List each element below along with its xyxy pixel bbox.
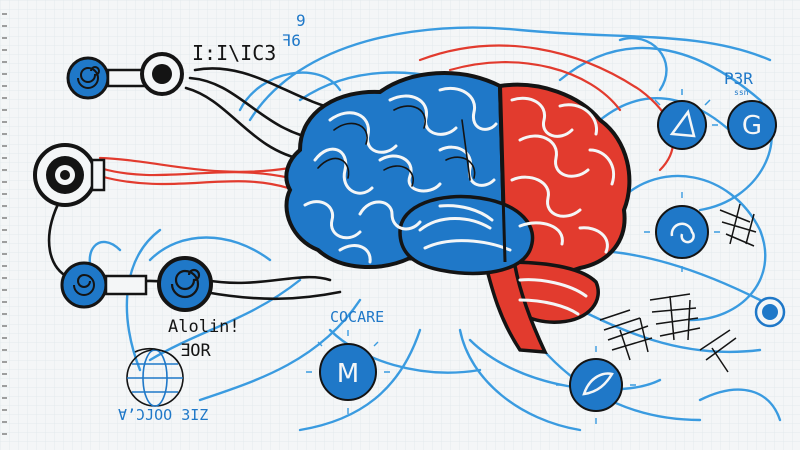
- red-wires: [98, 44, 675, 190]
- scribble-top-left: I:I\IC3: [192, 41, 276, 65]
- brain-stem: [482, 259, 548, 354]
- spiral-binding: [2, 13, 7, 435]
- letter-m-node-icon: M: [306, 330, 390, 414]
- scribble-center-bottom: COCARE: [330, 308, 384, 326]
- spiral-node-icon: [644, 192, 720, 272]
- scribble-left-mid-b: ƎOR: [180, 341, 211, 361]
- scribble-top-left-mark: 9: [296, 11, 306, 30]
- scribble-top-right: P3R: [724, 69, 753, 88]
- scribble-bottom-left: Ɐ’ƆJOO 3IZ: [118, 406, 208, 424]
- leaf-node-icon: [556, 346, 636, 424]
- temporal-lobe: [398, 194, 535, 276]
- blue-dot-icon: [754, 296, 786, 328]
- triangle-node-icon: [654, 89, 718, 150]
- brain: [284, 71, 632, 354]
- node-letter-m: M: [337, 359, 359, 389]
- letter-g-node-icon: G: [727, 100, 777, 150]
- connector-plug-icon: [60, 256, 213, 312]
- globe-doodle-icon: [126, 348, 184, 407]
- node-letter-g: G: [742, 111, 762, 141]
- connector-plug-icon: [66, 52, 184, 100]
- scribble-hatching: [599, 203, 757, 373]
- scribble-top-left-small: ꟻ6: [282, 31, 301, 50]
- connector-plug-icon: [33, 143, 106, 207]
- scribble-top-right-small: ssn: [734, 88, 749, 97]
- scribble-left-mid-a: Alolin!: [168, 317, 240, 337]
